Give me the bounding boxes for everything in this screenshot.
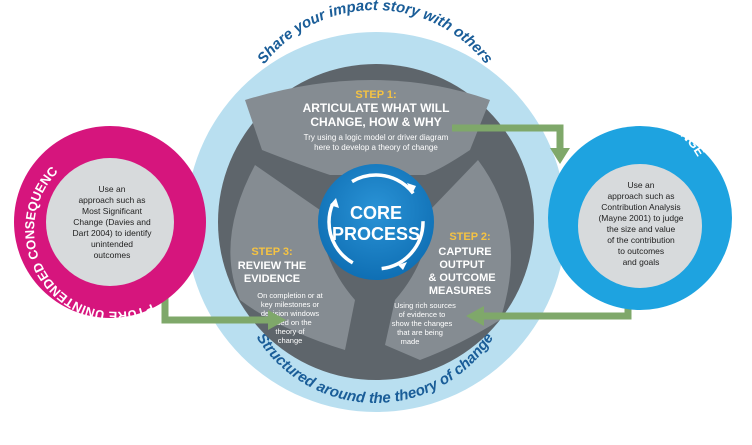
core-arrow-icon	[398, 262, 407, 270]
step3-desc-line2: key milestones or	[261, 300, 320, 309]
right-desc-line1: Use an	[628, 180, 655, 190]
left-desc-line5: Dart 2004) to identify	[73, 228, 153, 238]
right-desc-line2: approach such as	[607, 191, 674, 201]
step1-desc-line1: Try using a logic model or driver diagra…	[304, 133, 449, 142]
left-desc-line1: Use an	[99, 184, 126, 194]
left-desc-line4: Change (Davies and	[73, 217, 151, 227]
step3-title-line1: REVIEW THE	[238, 260, 306, 272]
left-desc-line3: Most Significant	[82, 206, 143, 216]
step3-desc-line4: based on the	[268, 318, 311, 327]
step2-desc-line1: Using rich sources	[394, 301, 456, 310]
right-desc-line3: Contribution Analysis	[601, 202, 680, 212]
step1-title-line2: CHANGE, HOW & WHY	[310, 115, 441, 129]
connector-arrow-top	[452, 124, 564, 150]
step1-segment	[245, 80, 490, 175]
connector-arrowhead-icon	[466, 306, 484, 326]
step3-number: STEP 3:	[251, 246, 292, 258]
core-cycle-ring	[327, 173, 425, 271]
right-desc-line8: and goals	[623, 257, 660, 267]
core-arrow-icon	[330, 198, 339, 208]
right-desc-line4: (Mayne 2001) to judge	[598, 213, 683, 223]
left-desc-line7: outcomes	[94, 250, 131, 260]
right-desc-line5: the size and value	[607, 224, 676, 234]
left-desc-line2: approach such as	[78, 195, 145, 205]
step3-segment	[230, 165, 355, 350]
step1-title-line1: ARTICULATE WHAT WILL	[303, 101, 450, 115]
step2-desc-line2: of evidence to	[399, 310, 446, 319]
core-arrow-icon	[407, 183, 416, 194]
step2-title-line2: OUTPUT	[439, 259, 485, 271]
right-desc-line6: of the contribution	[607, 235, 675, 245]
connector-arrowhead-icon	[550, 148, 570, 164]
step1-number: STEP 1:	[355, 89, 396, 101]
connector-arrowhead-icon	[268, 310, 286, 330]
step2-title-line3: & OUTCOME	[428, 272, 495, 284]
step2-desc-line5: made	[401, 337, 420, 346]
step2-number: STEP 2:	[449, 231, 490, 243]
step2-desc-line3: show the changes	[392, 319, 453, 328]
step1-desc-line2: here to develop a theory of change	[314, 143, 438, 152]
step2-title-line1: CAPTURE	[438, 246, 491, 258]
step3-desc-line1: On completion or at	[257, 291, 323, 300]
step3-desc-line3: decision windows	[261, 309, 320, 318]
core-process-circle	[318, 164, 434, 280]
step2-desc-line4: that are being	[397, 328, 443, 337]
attribute-change-inner	[578, 164, 702, 288]
core-label-line2: PROCESS	[332, 224, 420, 244]
step3-title-line2: EVIDENCE	[244, 273, 300, 285]
step2-title-line4: MEASURES	[429, 285, 491, 297]
step3-desc-line6: change	[278, 336, 303, 345]
left-desc-line6: unintended	[91, 239, 133, 249]
unintended-consequences-inner	[46, 158, 174, 286]
core-label-line1: CORE	[350, 203, 402, 223]
step3-desc-line5: theory of	[275, 327, 305, 336]
right-desc-line7: to outcomes	[618, 246, 664, 256]
